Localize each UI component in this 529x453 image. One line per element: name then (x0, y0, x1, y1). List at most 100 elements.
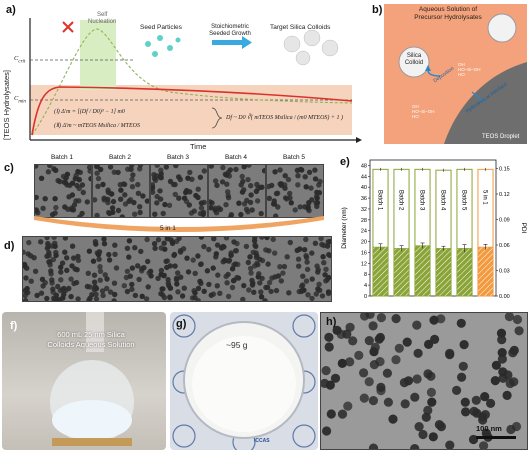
panel-c-label: c) (4, 162, 14, 174)
silica-particle (225, 169, 232, 175)
silica-particle (376, 313, 386, 323)
y-tick-label: 16 (361, 250, 367, 256)
silica-particle (277, 181, 283, 187)
y-tick-label: 24 (361, 229, 367, 235)
silica-particle (337, 409, 348, 419)
silica-particle (421, 412, 431, 422)
silica-particle (306, 200, 312, 206)
silica-particle (309, 276, 315, 282)
hydrolysis-arrow-icon (471, 91, 485, 103)
silica-particle (376, 386, 386, 396)
equation-brace (211, 107, 223, 129)
panel-h-label: h) (326, 316, 337, 328)
x-axis-arrow (356, 137, 362, 143)
c-crit-label: Ccrit (14, 55, 26, 65)
diameter-bar (372, 246, 389, 297)
silica-particle (47, 262, 53, 268)
silica-particle (222, 257, 229, 264)
silica-particle (126, 254, 132, 260)
silica-particle (201, 243, 207, 250)
silica-particle (212, 178, 219, 184)
silica-particle (49, 280, 55, 286)
silica-particle (231, 239, 237, 245)
silica-particle (303, 254, 310, 261)
silica-particle (38, 175, 45, 181)
silica-particle (235, 275, 242, 281)
silica-particle (312, 176, 319, 182)
silica-particle (469, 406, 479, 416)
silica-particle (343, 401, 353, 411)
panel-b-title-2: Precursor Hydrolysates (414, 14, 482, 21)
silica-particle (323, 278, 329, 284)
silica-particle (137, 209, 143, 216)
growth-arrow-icon (212, 36, 252, 49)
nucleation-region (80, 20, 116, 90)
silica-particle (292, 207, 298, 213)
tem-high-mag (320, 312, 528, 450)
silica-particle (345, 322, 355, 332)
silica-particle (167, 263, 173, 269)
silica-particle (162, 201, 168, 208)
five-in-one-arc (34, 216, 324, 232)
silica-particle (86, 165, 91, 170)
silica-particle (171, 251, 178, 258)
silica-particle (219, 179, 226, 185)
silica-particle (58, 269, 64, 275)
silica-particle (112, 242, 118, 248)
silica-particle (251, 238, 258, 244)
silica-particle (287, 239, 293, 246)
silica-particle (359, 368, 369, 378)
silica-particle (255, 262, 261, 268)
panel-d: d) (0, 234, 336, 304)
silica-particle (53, 252, 59, 259)
silica-particle (299, 167, 305, 173)
silica-particle (458, 361, 468, 371)
silica-particle (172, 191, 178, 198)
silica-particle (23, 275, 29, 281)
silica-particle (388, 414, 398, 424)
y-tick-label: 48 (361, 163, 367, 169)
silica-particle (245, 176, 251, 183)
flask-photo (50, 312, 134, 446)
silica-particle (259, 237, 265, 240)
silica-particle (111, 280, 118, 286)
silica-particle (129, 176, 135, 183)
silica-particle (219, 244, 225, 251)
silica-particle (304, 259, 310, 265)
silica-particle (254, 181, 260, 188)
silica-particle (251, 289, 257, 295)
seeded-growth-curve (31, 86, 353, 136)
silica-particle (100, 181, 106, 188)
silica-particle (297, 204, 303, 210)
silica-particle (195, 186, 201, 192)
silica-particle (246, 287, 252, 293)
silica-particle (50, 256, 57, 263)
silica-particle (301, 247, 308, 253)
silica-particle (113, 265, 120, 271)
silica-particle (295, 173, 301, 179)
silica-particle (303, 184, 309, 190)
silica-particle (198, 237, 205, 240)
silica-particle (269, 275, 275, 281)
silica-particle (229, 266, 236, 272)
silica-particle (160, 210, 166, 217)
panel-c: c) Batch 1 Batch 2 Batch 3 Batch 4 Batch… (0, 152, 336, 234)
silica-particle (429, 315, 439, 325)
silica-particle (244, 197, 250, 204)
silica-particle (97, 268, 104, 274)
silica-particle (445, 440, 455, 449)
silica-particle (175, 289, 181, 295)
silica-particle (28, 253, 34, 259)
silica-particle (181, 195, 188, 201)
silica-particle (461, 407, 471, 417)
silica-particle (80, 189, 86, 196)
silica-particle (90, 258, 97, 264)
silica-particle (270, 237, 276, 243)
silica-colloid-icon (398, 46, 430, 78)
silica-particle (93, 285, 100, 292)
silica-particle (265, 261, 271, 267)
colloid-label-2: Colloid (404, 60, 424, 66)
silica-particle (45, 169, 52, 175)
silica-particle (84, 199, 90, 205)
